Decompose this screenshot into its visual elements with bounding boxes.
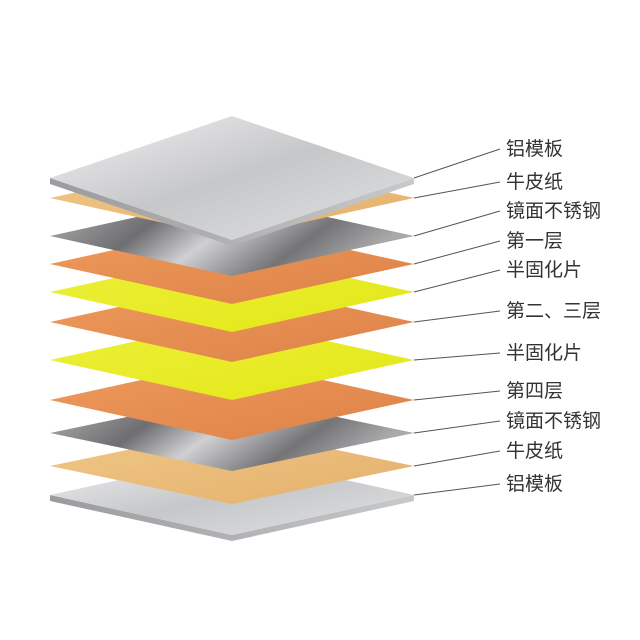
layer-label: 第四层 <box>506 380 564 402</box>
leader-line <box>413 310 501 323</box>
leader-line <box>413 210 501 237</box>
leader-line <box>413 240 501 265</box>
layer-label: 镜面不锈钢 <box>506 200 602 222</box>
layer-label: 镜面不锈钢 <box>506 410 602 432</box>
layer-label: 牛皮纸 <box>506 440 564 462</box>
leader-line <box>413 420 501 434</box>
layers-group <box>50 116 414 541</box>
layer-label: 半固化片 <box>506 259 583 281</box>
leader-line <box>413 390 501 401</box>
layer-face <box>50 116 414 240</box>
layer-label: 铝模板 <box>506 473 564 495</box>
leader-line <box>413 352 501 361</box>
leader-line <box>413 269 501 293</box>
layer-label: 第二、三层 <box>506 300 602 322</box>
leader-line <box>413 483 501 496</box>
layer-label: 牛皮纸 <box>506 171 564 193</box>
layer-label: 铝模板 <box>506 138 564 160</box>
layer-label: 半固化片 <box>506 342 583 364</box>
leader-lines-group <box>413 148 501 496</box>
leader-line <box>413 450 501 467</box>
layer-label: 第一层 <box>506 230 564 252</box>
layer-1-aluminum <box>50 116 414 246</box>
leader-line <box>413 181 501 199</box>
leader-line <box>413 148 501 179</box>
